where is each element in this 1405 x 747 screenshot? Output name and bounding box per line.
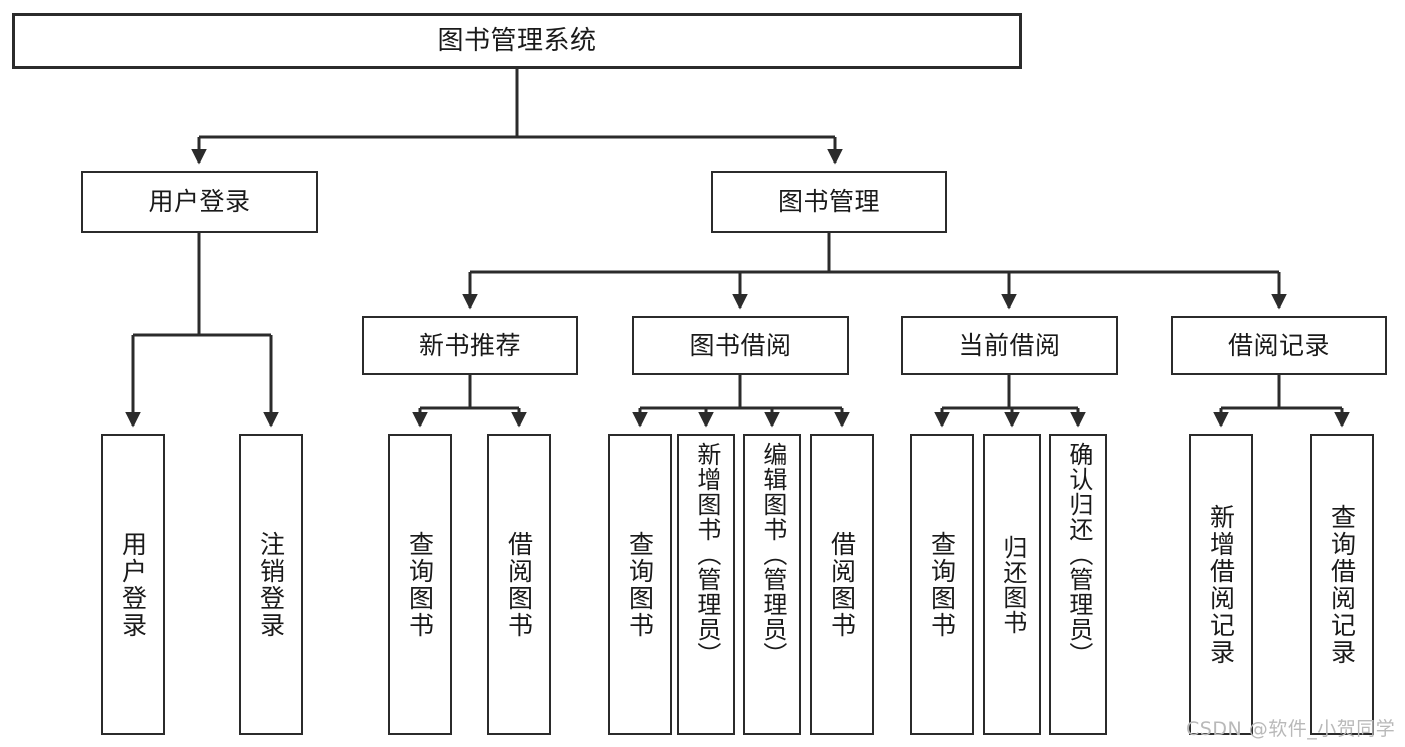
leaf-add-book-label: 新增图书（管理员）	[692, 442, 721, 667]
leaf-confirm-return-label: 确认归还（管理员）	[1064, 442, 1093, 667]
node-root[interactable]: 图书管理系统	[12, 13, 1022, 69]
csdn-watermark: CSDN @软件_小贺同学	[1186, 718, 1396, 740]
leaf-borrow-book[interactable]: 借阅图书	[810, 434, 874, 735]
leaf-return-book-label: 归还图书	[998, 534, 1027, 635]
node-new-book-recommend[interactable]: 新书推荐	[362, 316, 578, 375]
leaf-edit-book[interactable]: 编辑图书（管理员）	[743, 434, 801, 735]
leaf-query-book-current[interactable]: 查询图书	[910, 434, 974, 735]
leaf-query-book-borrow-label: 查询图书	[625, 530, 655, 639]
leaf-borrow-book-new-label: 借阅图书	[504, 530, 534, 639]
leaf-user-login-label: 用户登录	[118, 530, 148, 639]
leaf-logout[interactable]: 注销登录	[239, 434, 303, 735]
node-book-borrow-label: 图书借阅	[689, 330, 792, 360]
leaf-user-login[interactable]: 用户登录	[101, 434, 165, 735]
node-book-manage[interactable]: 图书管理	[711, 171, 947, 233]
leaf-query-book-new[interactable]: 查询图书	[388, 434, 452, 735]
leaf-add-record-label: 新增借阅记录	[1206, 503, 1236, 666]
leaf-query-record-label: 查询借阅记录	[1327, 503, 1357, 666]
leaf-edit-book-label: 编辑图书（管理员）	[758, 442, 787, 667]
node-borrow-record-label: 借阅记录	[1227, 330, 1330, 360]
node-user-login[interactable]: 用户登录	[81, 171, 318, 233]
node-borrow-record[interactable]: 借阅记录	[1171, 316, 1387, 375]
node-user-login-label: 用户登录	[148, 187, 251, 217]
leaf-logout-label: 注销登录	[256, 530, 286, 639]
node-current-borrow[interactable]: 当前借阅	[901, 316, 1118, 375]
node-root-label: 图书管理系统	[437, 25, 597, 56]
node-book-borrow[interactable]: 图书借阅	[632, 316, 849, 375]
leaf-borrow-book-new[interactable]: 借阅图书	[487, 434, 551, 735]
node-new-book-recommend-label: 新书推荐	[418, 330, 521, 360]
leaf-return-book[interactable]: 归还图书	[983, 434, 1041, 735]
leaf-confirm-return[interactable]: 确认归还（管理员）	[1049, 434, 1107, 735]
leaf-borrow-book-label: 借阅图书	[827, 530, 857, 639]
leaf-query-record[interactable]: 查询借阅记录	[1310, 434, 1374, 735]
node-book-manage-label: 图书管理	[777, 187, 880, 217]
leaf-query-book-borrow[interactable]: 查询图书	[608, 434, 672, 735]
node-current-borrow-label: 当前借阅	[958, 330, 1061, 360]
leaf-add-record[interactable]: 新增借阅记录	[1189, 434, 1253, 735]
leaf-query-book-current-label: 查询图书	[927, 530, 957, 639]
leaf-add-book[interactable]: 新增图书（管理员）	[677, 434, 735, 735]
leaf-query-book-new-label: 查询图书	[405, 530, 435, 639]
